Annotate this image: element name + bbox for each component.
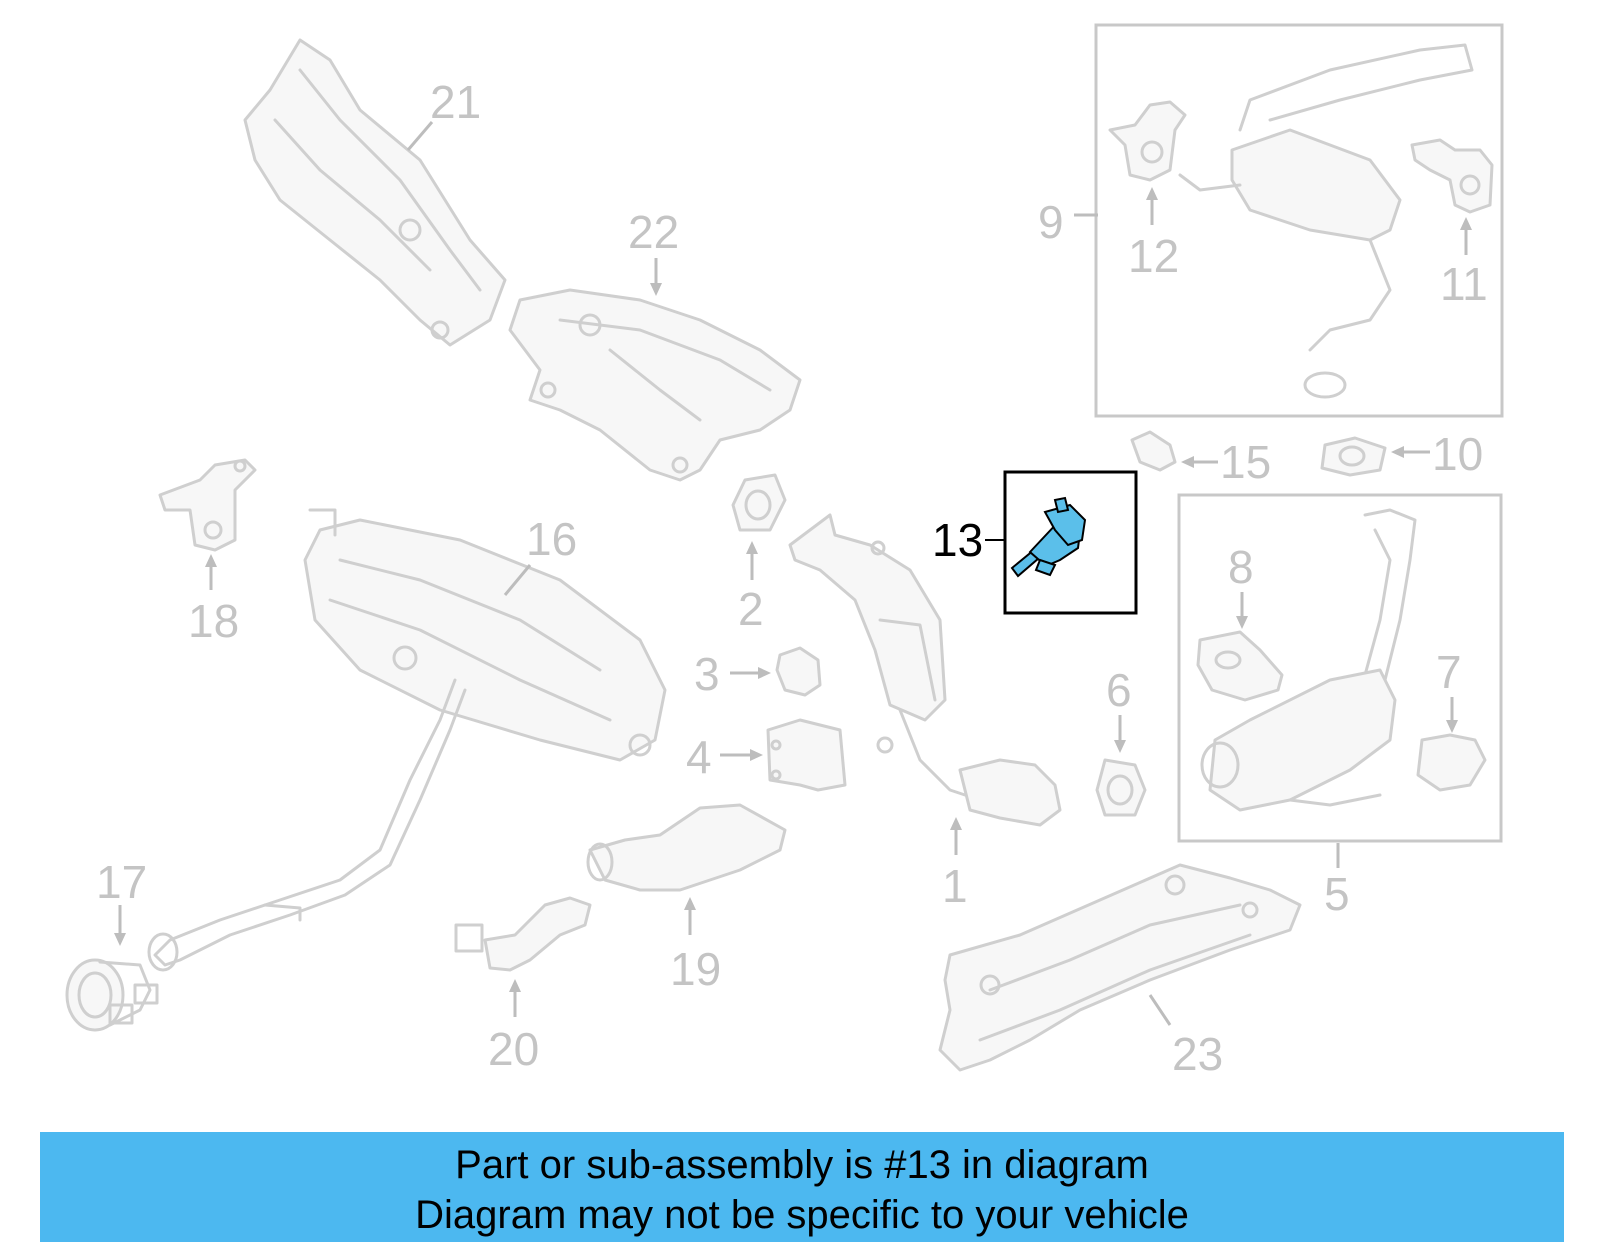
arrowhead-19 [684,897,696,910]
banner-line-1: Part or sub-assembly is #13 in diagram [455,1143,1149,1187]
callout-15: 15 [1220,436,1271,488]
arrowhead-2 [746,541,758,554]
leader-23 [1148,994,1172,1026]
callout-22: 22 [628,206,679,258]
callout-4: 4 [686,731,712,783]
arrowhead-6 [1114,740,1126,753]
callout-17: 17 [96,856,147,908]
arrowhead-10 [1391,446,1404,458]
part-18-bracket[interactable] [158,458,257,552]
part-16-muffler[interactable] [147,508,667,972]
callout-1: 1 [942,860,968,912]
part-13-sensor[interactable] [1010,496,1087,578]
part-21-heat-shield[interactable] [243,38,507,347]
arrowhead-8 [1236,616,1248,629]
arrowhead-22 [650,283,662,296]
part-15-gasket[interactable] [1130,430,1177,472]
banner-line-2: Diagram may not be specific to your vehi… [415,1193,1189,1237]
info-banner: Part or sub-assembly is #13 in diagram D… [40,1132,1564,1242]
part-20-hose[interactable] [454,896,592,972]
leader-21 [406,121,434,151]
callout-7: 7 [1436,646,1462,698]
leader-16 [503,564,532,596]
part-12-hanger[interactable] [1108,100,1187,182]
callout-20: 20 [488,1023,539,1075]
callout-6: 6 [1106,664,1132,716]
part-8-mount[interactable] [1196,630,1284,702]
part-9-rear-muffler[interactable] [1178,43,1474,399]
callout-5: 5 [1324,868,1350,920]
callout-2: 2 [738,583,764,635]
arrowhead-20 [509,979,521,992]
arrowhead-7 [1446,720,1458,733]
part-3-rubber-mount[interactable] [775,646,822,697]
callout-13: 13 [932,514,983,566]
part-4-bracket[interactable] [766,718,847,792]
part-7-mount[interactable] [1416,733,1487,792]
arrowhead-4 [750,749,763,761]
callout-21: 21 [430,76,481,128]
part-5-center-pipe[interactable] [1200,508,1417,812]
part-17-clamp[interactable] [65,958,159,1032]
callout-19: 19 [670,943,721,995]
callout-10: 10 [1432,428,1483,480]
part-6-gasket[interactable] [1095,758,1147,817]
arrowhead-17 [114,933,126,946]
callout-23: 23 [1172,1028,1223,1080]
arrowhead-18 [205,554,217,567]
callout-16: 16 [526,513,577,565]
callout-9: 9 [1038,196,1064,248]
box-part-9 [1094,23,1504,418]
part-2-gasket[interactable] [731,473,787,532]
arrowhead-11 [1460,217,1472,230]
arrowhead-3 [758,667,771,679]
box-part-5 [1177,493,1503,843]
arrowhead-15 [1181,456,1194,468]
part-23-heat-shield[interactable] [938,863,1302,1072]
arrowhead-1 [950,817,962,830]
arrowhead-12 [1146,187,1158,200]
part-22-heat-shield[interactable] [508,288,802,482]
part-19-pipe-section[interactable] [586,803,787,892]
callout-8: 8 [1228,541,1254,593]
callout-11: 11 [1440,258,1488,310]
part-1-front-pipe[interactable] [788,513,1062,827]
part-10-gasket[interactable] [1320,436,1387,477]
part-11-hanger[interactable] [1410,138,1494,214]
callout-3: 3 [694,648,720,700]
callout-18: 18 [188,595,239,647]
callout-12: 12 [1128,230,1179,282]
